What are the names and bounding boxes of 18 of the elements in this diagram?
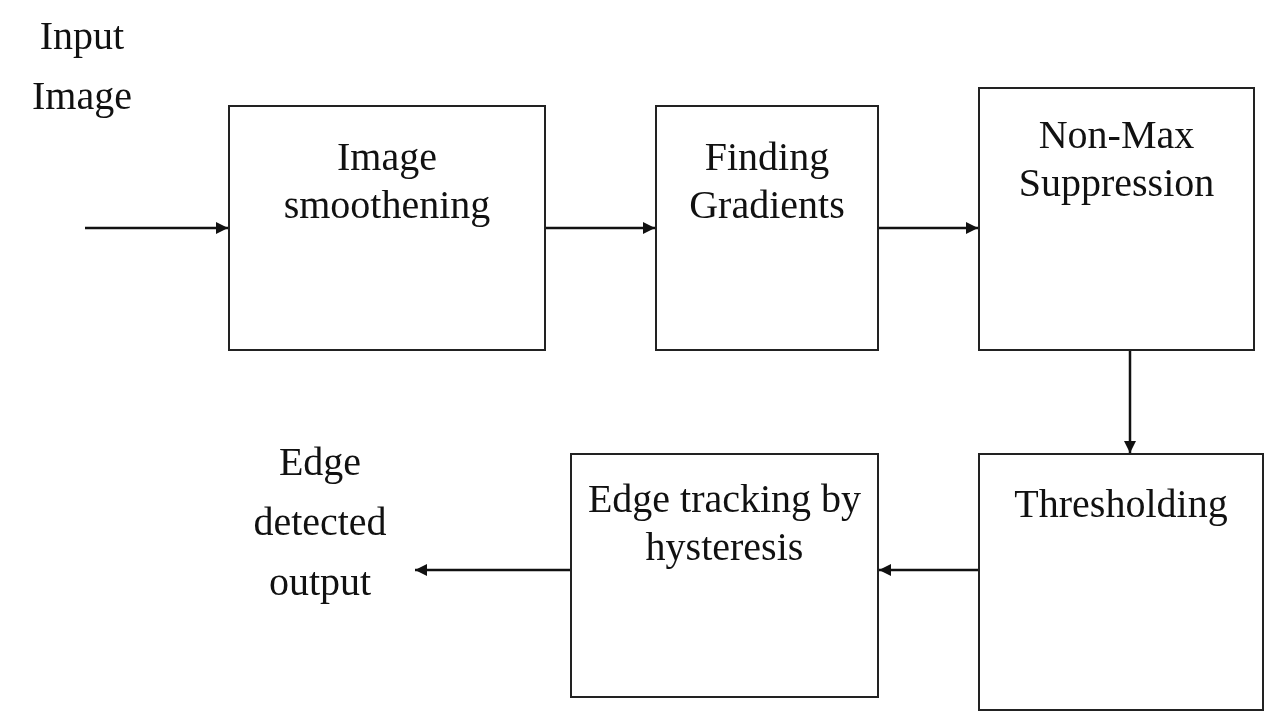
arrow: [1124, 351, 1136, 453]
box-label: Finding Gradients: [688, 133, 846, 229]
box-label: Non-Max Suppression: [1017, 111, 1216, 207]
output-label: Edge detected output: [225, 432, 415, 612]
box-label: Image smoothening: [282, 133, 492, 229]
box-label: Thresholding: [1013, 480, 1229, 528]
arrow: [85, 222, 228, 234]
process-box: [655, 105, 879, 351]
process-box: [978, 453, 1264, 711]
arrow: [879, 564, 978, 576]
arrow: [415, 564, 570, 576]
process-box: [228, 105, 546, 351]
arrow: [546, 222, 655, 234]
process-box: [978, 87, 1255, 351]
input-label: Input Image: [31, 12, 133, 120]
process-box: [570, 453, 879, 698]
arrow: [879, 222, 978, 234]
box-label: Edge tracking by hysteresis: [586, 475, 863, 571]
